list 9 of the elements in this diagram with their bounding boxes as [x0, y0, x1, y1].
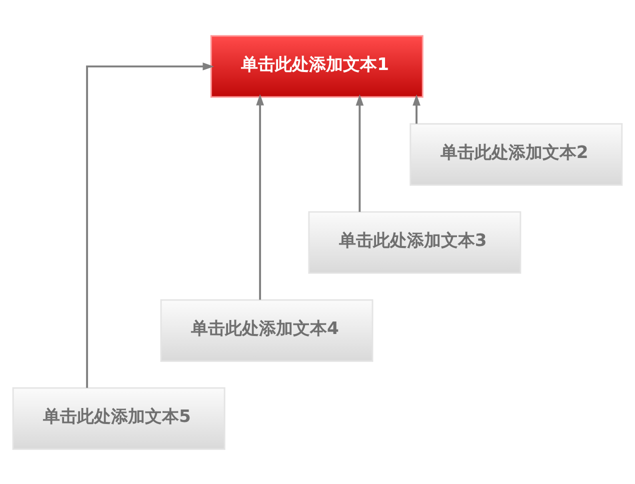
- node-box: 单击此处添加文本2: [410, 122, 623, 186]
- arrow: [412, 94, 420, 124]
- node-box: 单击此处添加文本5: [12, 386, 226, 450]
- arrow: [86, 62, 214, 388]
- arrow: [356, 94, 364, 212]
- node-box: 单击此处添加文本3: [308, 210, 522, 274]
- node-box: 单击此处添加文本4: [160, 298, 374, 362]
- arrow: [256, 94, 264, 300]
- node-box: 单击此处添加文本1: [210, 34, 424, 98]
